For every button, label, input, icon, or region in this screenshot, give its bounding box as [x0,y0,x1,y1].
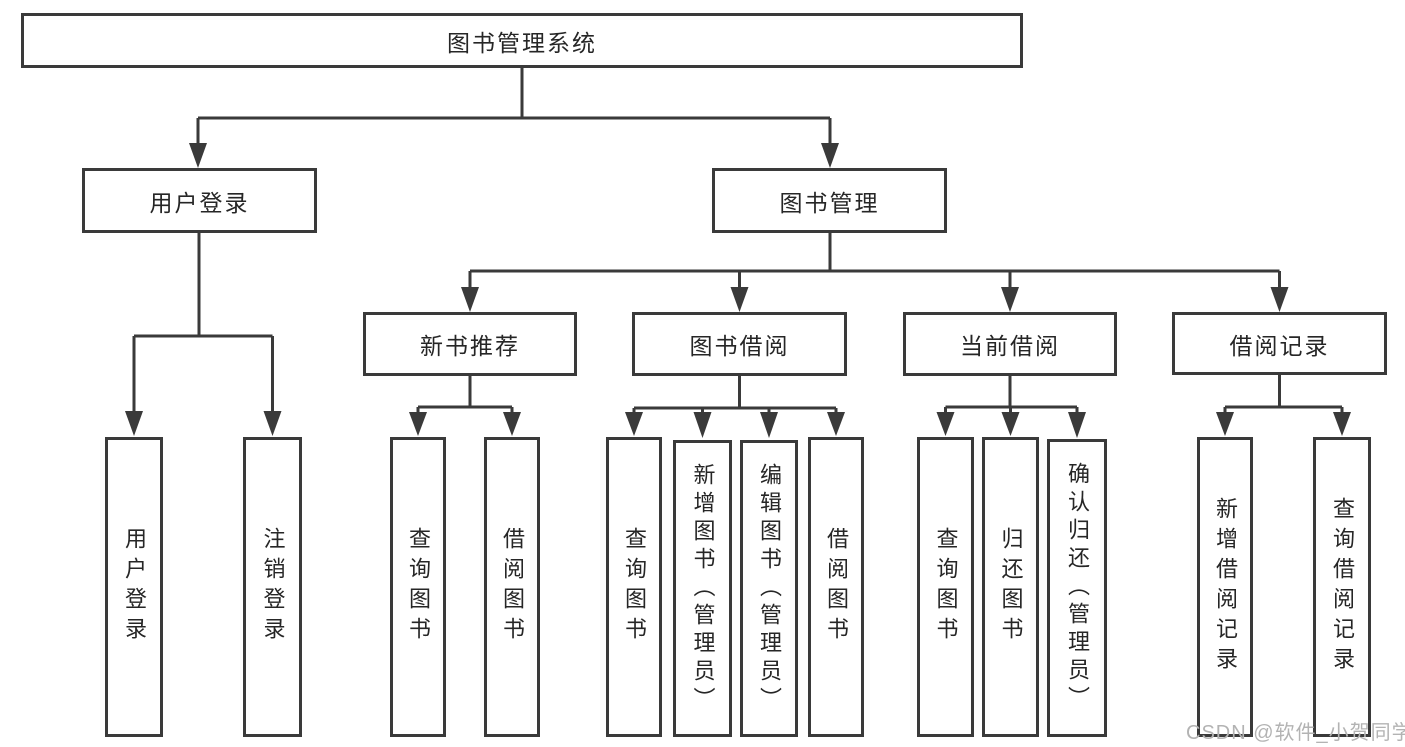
node-book-borrow: 图书借阅 [632,312,847,376]
leaf-borrow-books-borrow-label: 借阅图书 [824,527,849,647]
leaf-edit-book-admin: 编辑图书（管理员） [740,440,798,737]
leaf-query-books-borrow-label: 查询图书 [622,527,647,647]
leaf-borrow-books-recommend: 借阅图书 [484,437,540,737]
leaf-query-books-borrow: 查询图书 [606,437,662,737]
leaf-add-book-admin: 新增图书（管理员） [673,440,732,737]
node-library-system-label: 图书管理系统 [447,29,597,56]
node-book-management: 图书管理 [712,168,947,233]
node-new-book-recommend-label: 新书推荐 [420,333,520,359]
leaf-add-borrow-record: 新增借阅记录 [1197,437,1253,737]
leaf-query-books-recommend: 查询图书 [390,437,446,737]
node-borrow-records-label: 借阅记录 [1229,332,1330,359]
leaf-borrow-books-recommend-label: 借阅图书 [500,527,525,647]
watermark: CSDN @软件_小贺同学 [1186,722,1405,744]
leaf-confirm-return-admin: 确认归还（管理员） [1047,439,1107,737]
node-borrow-records: 借阅记录 [1172,312,1387,375]
leaf-add-book-admin-label: 新增图书（管理员） [690,462,716,715]
node-current-borrow: 当前借阅 [903,312,1117,376]
node-book-borrow-label: 图书借阅 [689,333,790,359]
leaf-query-borrow-record-label: 查询借阅记录 [1330,497,1355,677]
leaf-user-login: 用户登录 [105,437,163,737]
leaf-return-books: 归还图书 [982,437,1039,737]
leaf-query-books-current: 查询图书 [917,437,974,737]
node-user-login-label: 用户登录 [149,189,250,216]
leaf-borrow-books-borrow: 借阅图书 [808,437,864,737]
leaf-edit-book-admin-label: 编辑图书（管理员） [757,462,782,715]
leaf-query-borrow-record: 查询借阅记录 [1313,437,1371,737]
node-current-borrow-label: 当前借阅 [960,333,1060,359]
node-book-management-label: 图书管理 [779,189,880,216]
node-user-login: 用户登录 [82,168,317,233]
leaf-confirm-return-admin-label: 确认归还（管理员） [1065,462,1090,714]
leaf-logout: 注销登录 [243,437,302,737]
leaf-user-login-label: 用户登录 [122,527,147,647]
node-library-system: 图书管理系统 [21,13,1023,68]
leaf-add-borrow-record-label: 新增借阅记录 [1213,497,1238,677]
leaf-return-books-label: 归还图书 [998,527,1024,647]
node-new-book-recommend: 新书推荐 [363,312,577,376]
leaf-query-books-current-label: 查询图书 [933,527,959,647]
leaf-logout-label: 注销登录 [260,527,286,647]
leaf-query-books-recommend-label: 查询图书 [406,527,431,647]
